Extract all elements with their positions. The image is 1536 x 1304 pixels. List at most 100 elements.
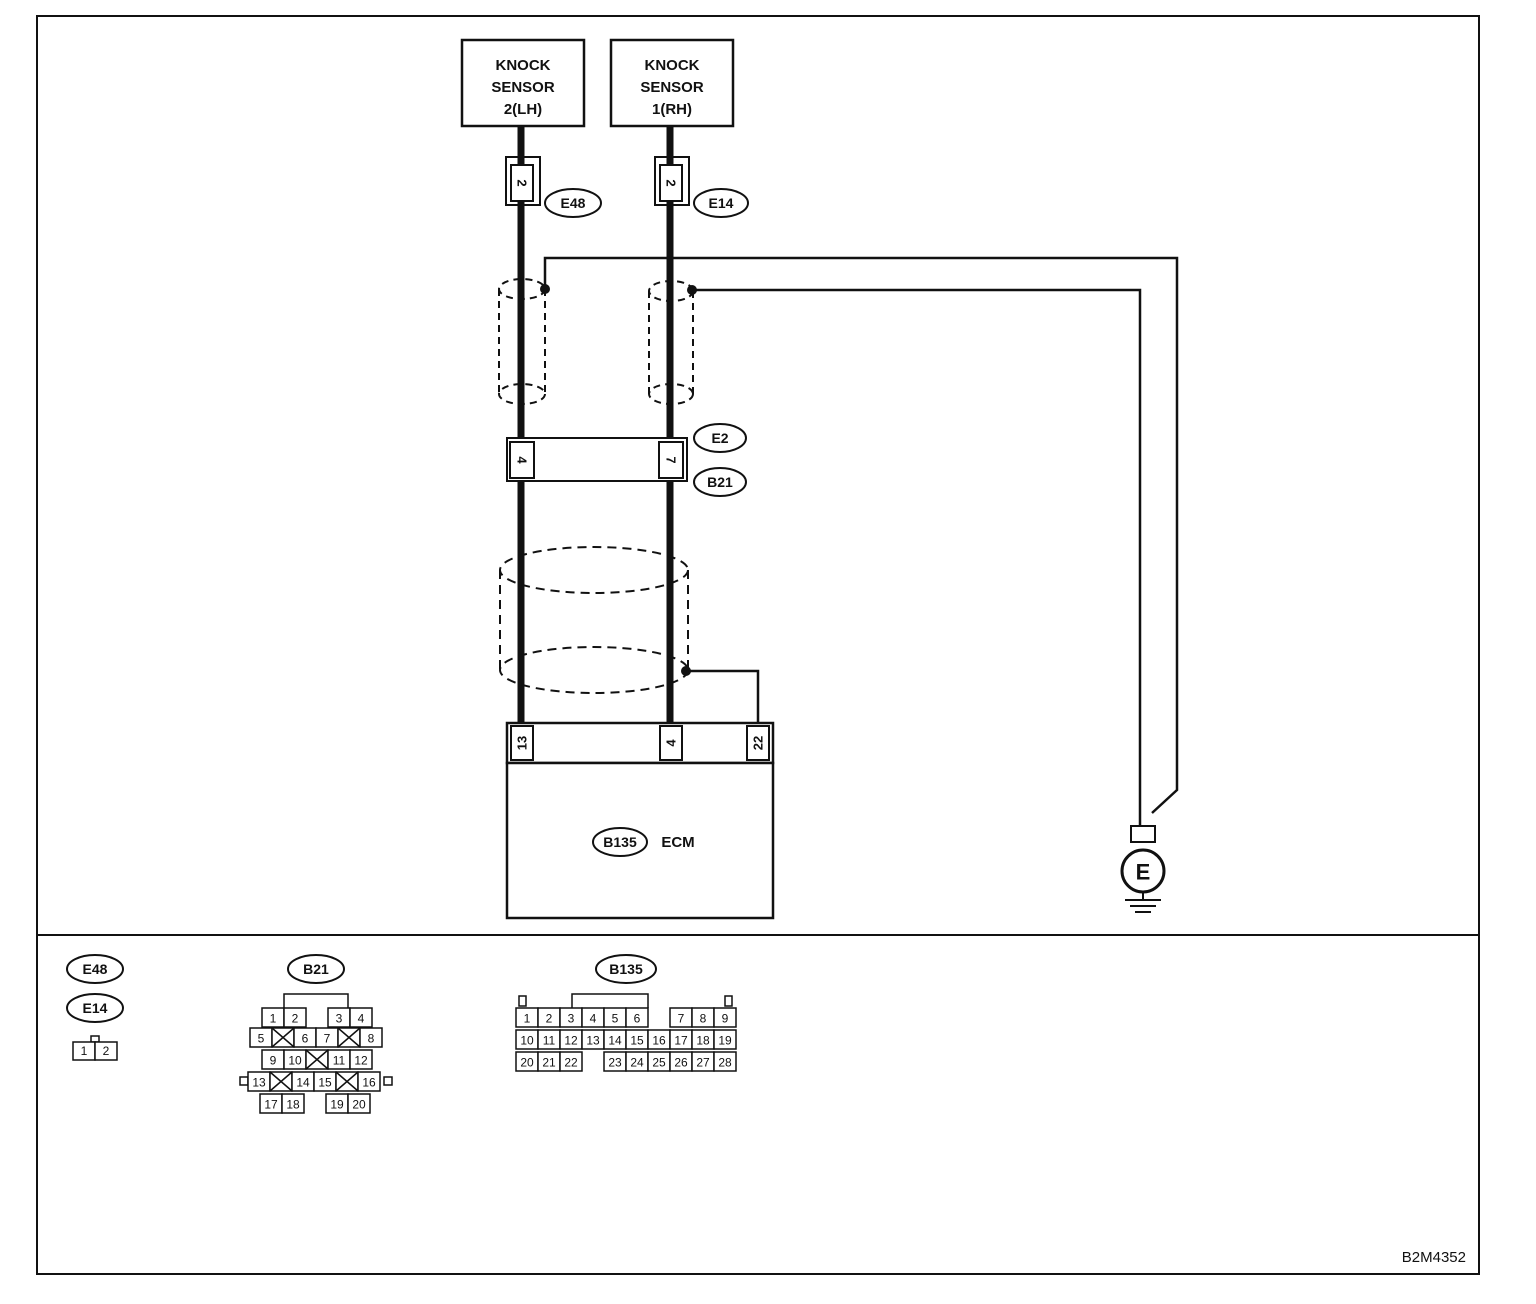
- pin-cell: 10: [520, 1034, 534, 1048]
- pin-cell: 6: [302, 1032, 309, 1046]
- connector-e48: 2: [505, 156, 541, 206]
- e14-pin: 2: [664, 179, 679, 186]
- b21-pin-lh: 4: [515, 456, 530, 464]
- legend-tag-e14: [66, 993, 124, 1023]
- pin-cell: 2: [292, 1012, 299, 1026]
- pin-cell-box: [283, 1007, 307, 1028]
- ecm-connector: 13 4 22: [505, 721, 775, 765]
- ecm-pin-22: 22: [751, 736, 766, 750]
- pin-cell: 27: [696, 1056, 710, 1070]
- pin-cell: 7: [324, 1032, 331, 1046]
- ground-label: E: [1136, 860, 1151, 885]
- pin-cell-box: [713, 1007, 737, 1028]
- pin-cell: 15: [630, 1034, 644, 1048]
- connector-tag-e14-label: E14: [709, 195, 734, 211]
- pin-cell: 26: [674, 1056, 688, 1070]
- shield-drain-rh: [692, 288, 1142, 826]
- pin-cell-box: [625, 1007, 649, 1028]
- shield-common-lower: [499, 546, 689, 694]
- pin-cell: 24: [630, 1056, 644, 1070]
- pin-cell: 5: [258, 1032, 265, 1046]
- legend-tag-b135: [595, 954, 657, 984]
- b21-pin-rh: 7: [664, 456, 679, 463]
- connector-tag-e14: [693, 188, 749, 218]
- pin-cell: 3: [568, 1012, 575, 1026]
- pin-cell: 3: [336, 1012, 343, 1026]
- pin-cell: 13: [252, 1076, 266, 1090]
- pin-cell-box: [713, 1029, 737, 1050]
- connector-tag-e2: [693, 423, 747, 453]
- pin-cell: 8: [700, 1012, 707, 1026]
- pin-cell-box: [713, 1051, 737, 1072]
- knock-sensor-lh: KNOCK SENSOR 2(LH): [460, 38, 586, 128]
- pin-cell: 5: [612, 1012, 619, 1026]
- shield-rh-upper: [648, 280, 694, 405]
- pin-cell: 2: [103, 1044, 110, 1058]
- ecm-pin-13: 13: [515, 736, 530, 750]
- ecm-label: ECM: [661, 834, 694, 851]
- connector-e2-b21: 4 7: [506, 437, 688, 482]
- legend-connector-2pin: 1 2: [72, 1035, 118, 1061]
- sensor-rh-line2: SENSOR: [640, 79, 704, 96]
- pin-cell: 1: [81, 1044, 88, 1058]
- pin-cell: 2: [546, 1012, 553, 1026]
- pin-cell-box: [357, 1071, 381, 1092]
- sensor-lh-line2: SENSOR: [491, 79, 555, 96]
- pin-cell: 7: [678, 1012, 685, 1026]
- sensor-lh-line3: 2(LH): [504, 101, 542, 118]
- shield-drain-lh: [543, 256, 1179, 814]
- pin-cell: 18: [696, 1034, 710, 1048]
- pin-cell: 11: [543, 1034, 556, 1048]
- pin-cell: 21: [542, 1056, 556, 1070]
- pin-cell: 16: [362, 1076, 376, 1090]
- legend-tag-e48: [66, 954, 124, 984]
- sensor-rh-line3: 1(RH): [652, 101, 692, 118]
- pin-cell-box: [281, 1093, 305, 1114]
- connector-tag-e2-label: E2: [711, 430, 728, 446]
- pin-cell-box: [347, 1093, 371, 1114]
- pin-cell: 9: [722, 1012, 729, 1026]
- ecm-pin-4: 4: [664, 739, 679, 747]
- legend-tag-e14-label: E14: [83, 1000, 108, 1016]
- pin-cell: 23: [608, 1056, 622, 1070]
- pin-cell: 18: [286, 1098, 300, 1112]
- pin-cell: 13: [586, 1034, 600, 1048]
- pin-cell: 1: [524, 1012, 531, 1026]
- legend-tag-b21: [287, 954, 345, 984]
- pin-cell: 28: [718, 1056, 732, 1070]
- sensor-lh-line1: KNOCK: [496, 57, 551, 74]
- legend-tag-b21-label: B21: [303, 961, 329, 977]
- pin-cell: 9: [270, 1054, 277, 1068]
- connector-tag-e48: [544, 188, 602, 218]
- pin-cell-box: [349, 1007, 373, 1028]
- connector-tag-b21-label: B21: [707, 474, 733, 490]
- connector-e14: 2: [654, 156, 690, 206]
- pin-cell: 22: [564, 1056, 578, 1070]
- shield-lh-upper: [498, 278, 546, 405]
- pin-cell: 4: [358, 1012, 365, 1026]
- pin-cell: 14: [296, 1076, 310, 1090]
- pin-cell: 14: [608, 1034, 622, 1048]
- connector-tag-e48-label: E48: [561, 195, 586, 211]
- pin-cell: 15: [318, 1076, 332, 1090]
- pin-cell: 19: [718, 1034, 732, 1048]
- pin-cell: 16: [652, 1034, 666, 1048]
- pin-cell: 19: [330, 1098, 344, 1112]
- pin-cell: 11: [333, 1054, 346, 1068]
- connector-tag-b21: [693, 467, 747, 497]
- pin-cell: 20: [352, 1098, 366, 1112]
- pin-cell: 8: [368, 1032, 375, 1046]
- ecm-connector-tag: [592, 827, 648, 857]
- pin-cell-box: [349, 1049, 373, 1070]
- pin-cell: 10: [288, 1054, 302, 1068]
- shield-drain-ecm: [686, 669, 760, 724]
- legend-tag-b135-label: B135: [609, 961, 643, 977]
- pin-cell: 17: [264, 1098, 278, 1112]
- pin-cell: 17: [674, 1034, 688, 1048]
- e48-pin: 2: [515, 179, 530, 186]
- pin-cell: 20: [520, 1056, 534, 1070]
- figure-code: B2M4352: [1402, 1249, 1466, 1266]
